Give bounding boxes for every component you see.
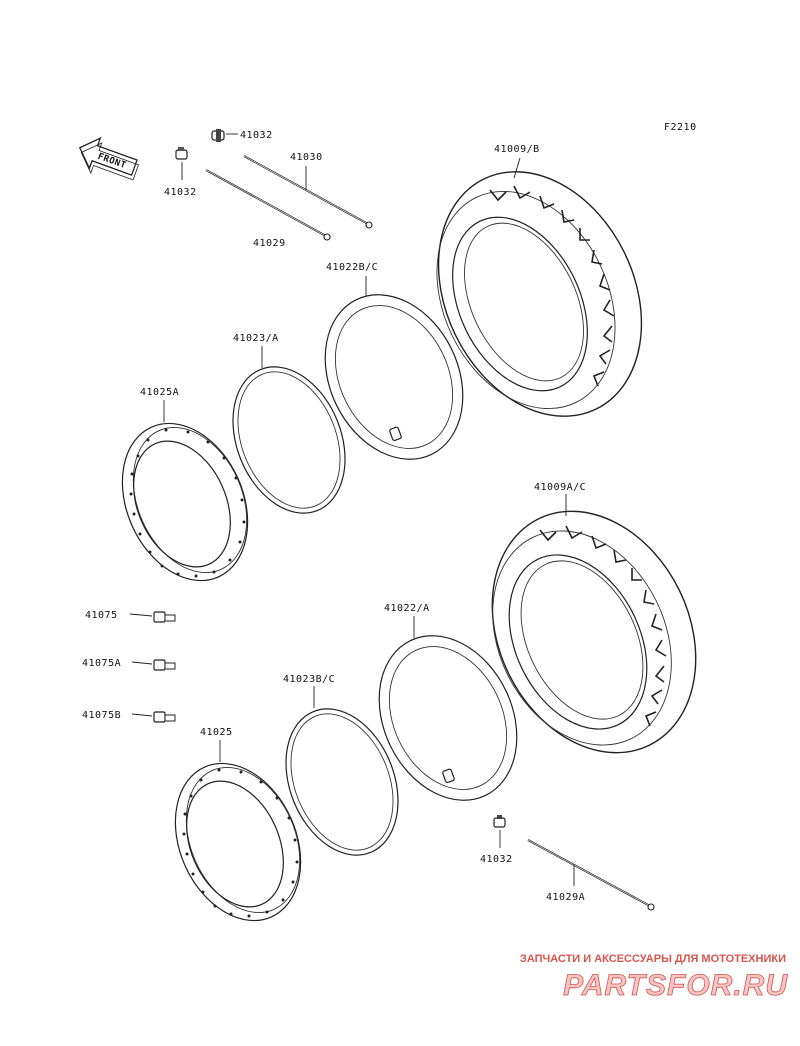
spoke-bottom — [527, 839, 655, 911]
label-valve-top-right: 41032 — [240, 130, 273, 141]
label-tire-rear: 41009/B — [494, 144, 540, 155]
label-rim-front: 41025 — [200, 727, 233, 738]
rim-front — [174, 740, 302, 922]
label-rim-rear: 41025A — [140, 387, 179, 398]
rim-rear — [121, 400, 249, 582]
tire-rear — [436, 157, 643, 417]
label-nipple-1: 41075 — [85, 610, 118, 621]
tube-rear — [324, 276, 464, 460]
label-nipple-3: 41075B — [82, 710, 121, 721]
label-spoke-bottom: 41029A — [546, 892, 585, 903]
label-tube-rear: 41022B/C — [326, 262, 378, 273]
label-rim-band-rear: 41023/A — [233, 333, 279, 344]
rim-band-rear — [232, 346, 346, 514]
nipple-1 — [129, 611, 176, 623]
label-valve-top-left: 41032 — [164, 187, 197, 198]
label-nipple-2: 41075A — [82, 658, 121, 669]
valve-bottom — [493, 815, 506, 848]
label-spoke-short: 41029 — [253, 238, 286, 249]
rim-band-front — [285, 686, 399, 856]
nipple-3 — [131, 711, 176, 723]
label-valve-bottom: 41032 — [480, 854, 513, 865]
tube-front — [378, 616, 518, 801]
diagram-code: F2210 — [664, 122, 697, 133]
valve-top-left — [175, 147, 188, 180]
label-rim-band-front: 41023B/C — [283, 674, 335, 685]
watermark: ЗАПЧАСТИ И АКСЕССУАРЫ ДЛЯ МОТОТЕХНИКИ PA… — [520, 953, 788, 1002]
valve-top-right — [211, 129, 238, 142]
watermark-tagline: ЗАПЧАСТИ И АКСЕССУАРЫ ДЛЯ МОТОТЕХНИКИ — [520, 953, 786, 965]
nipple-2 — [131, 659, 176, 671]
label-spoke-long: 41030 — [290, 152, 323, 163]
label-tube-front: 41022/A — [384, 603, 430, 614]
spoke-short — [205, 169, 331, 241]
label-tire-front: 41009A/C — [534, 482, 586, 493]
watermark-brand: PARTSFOR.RU — [563, 969, 788, 1002]
tire-front — [491, 494, 697, 754]
front-arrow-icon: FRONT — [78, 136, 140, 181]
spoke-long — [243, 155, 373, 229]
